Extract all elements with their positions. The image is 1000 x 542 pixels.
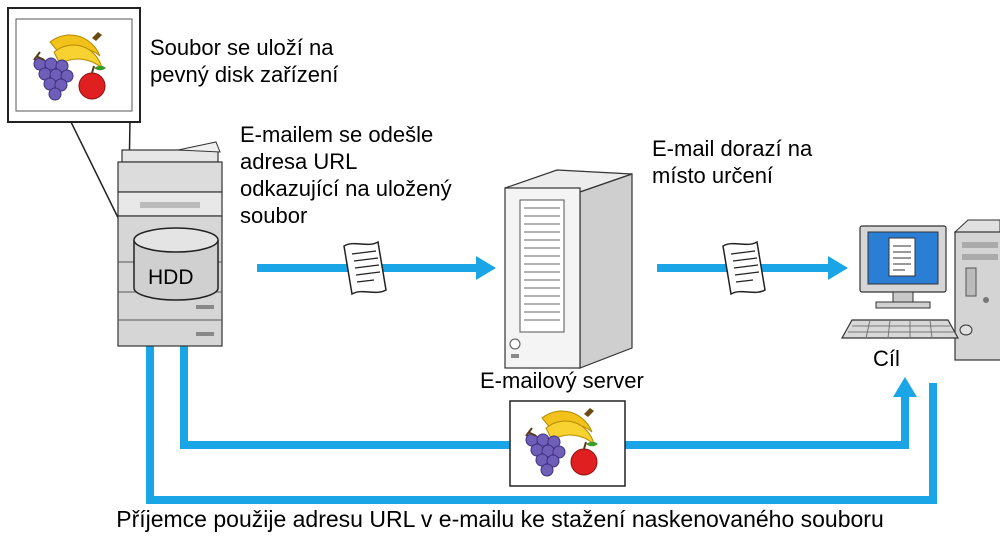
label-url-sent: E-mailem se odešle adresa URL odkazující… — [240, 122, 452, 228]
email-document-icon — [722, 241, 766, 295]
desktop-computer-icon — [840, 219, 1000, 361]
label-email-server: E-mailový server — [480, 368, 644, 393]
label-file-saved: Soubor se uloží na pevný disk zařízení — [150, 35, 339, 87]
downloaded-file-image — [509, 400, 626, 487]
hdd-label: HDD — [148, 266, 194, 289]
label-destination: Cíl — [873, 346, 900, 371]
tower-server-icon — [504, 169, 633, 369]
label-recipient-download: Příjemce použije adresu URL v e-mailu ke… — [116, 506, 884, 532]
email-document-icon — [343, 241, 387, 295]
label-email-arrives: E-mail dorazí na místo určení — [652, 136, 813, 188]
saved-image-callout — [7, 7, 141, 239]
hdd-drum-icon — [133, 227, 219, 301]
